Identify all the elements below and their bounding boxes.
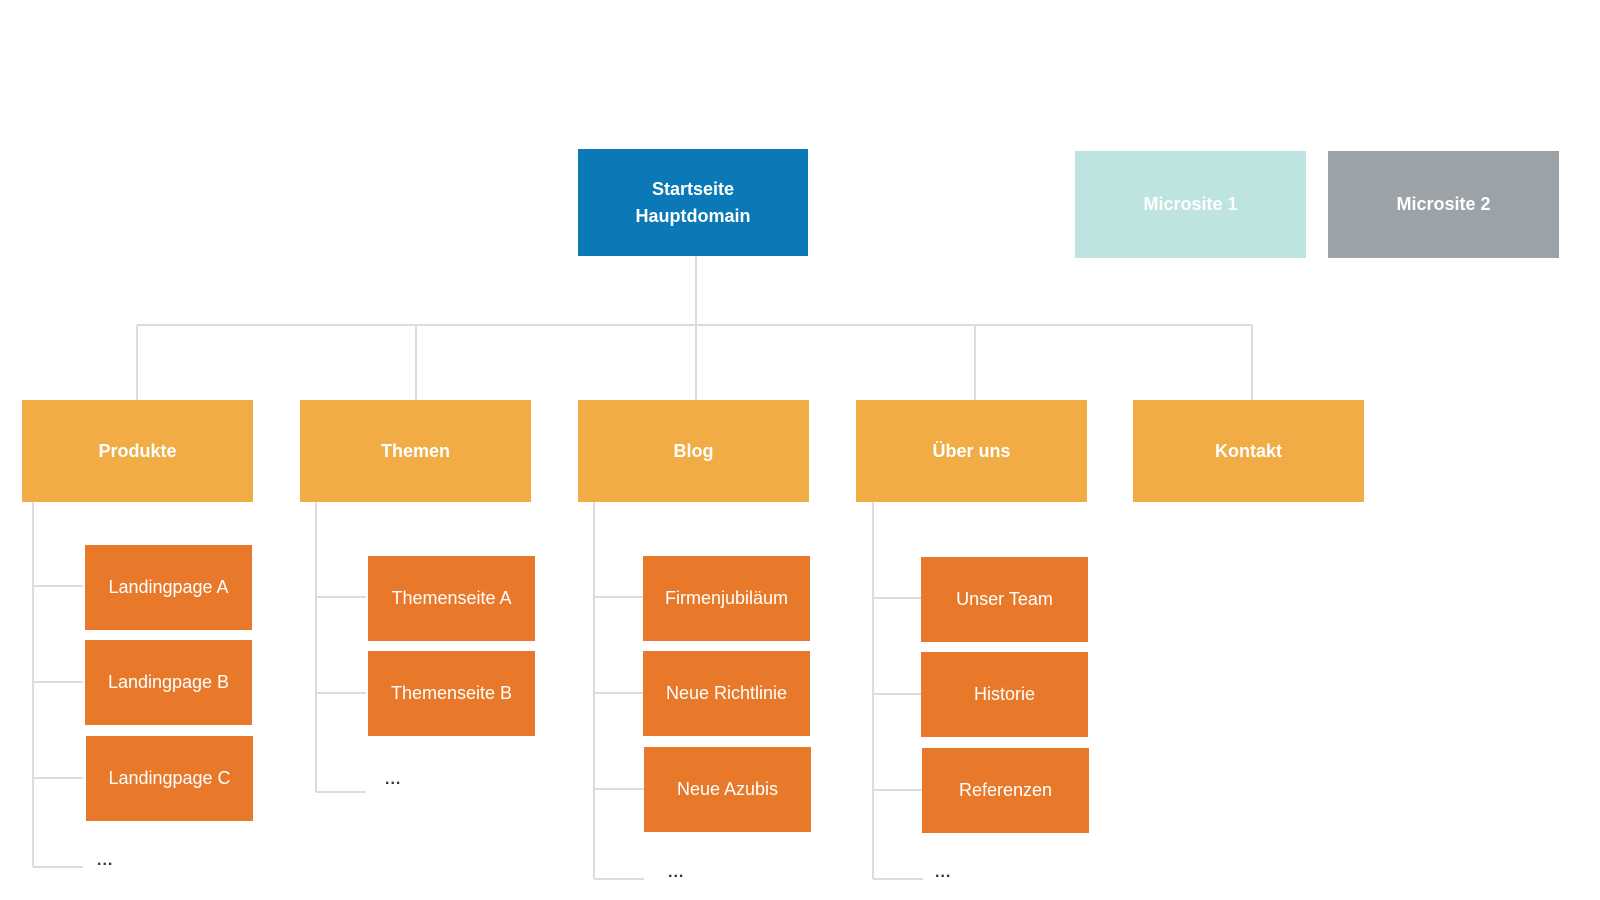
page-label: Landingpage A <box>108 577 229 597</box>
page-node-themenseite-a[interactable]: Themenseite A <box>368 556 535 641</box>
blog-more-ellipsis: ... <box>668 864 685 881</box>
section-label-themen: Themen <box>380 440 450 461</box>
page-node-firmenjubilaeum[interactable]: Firmenjubiläum <box>643 556 810 641</box>
microsite-1-node[interactable]: Microsite 1 <box>1075 151 1306 258</box>
page-label: Historie <box>973 684 1035 704</box>
page-label: Referenzen <box>958 780 1053 800</box>
page-node-neue-richtlinie[interactable]: Neue Richtlinie <box>643 651 810 736</box>
page-node-referenzen[interactable]: Referenzen <box>922 748 1089 833</box>
page-label: Themenseite A <box>391 588 512 608</box>
page-node-landingpage-c[interactable]: Landingpage C <box>86 736 253 821</box>
root-node-line2: Hauptdomain <box>635 205 751 226</box>
section-node-themen[interactable]: Themen <box>300 400 531 502</box>
section-node-ueber-uns[interactable]: Über uns <box>856 400 1087 502</box>
section-label-produkte: Produkte <box>98 440 177 461</box>
themen-more-ellipsis: ... <box>385 771 402 788</box>
section-node-blog[interactable]: Blog <box>578 400 809 502</box>
page-node-neue-azubis[interactable]: Neue Azubis <box>644 747 811 832</box>
page-node-themenseite-b[interactable]: Themenseite B <box>368 651 535 736</box>
microsite-1-label: Microsite 1 <box>1143 194 1238 214</box>
microsite-2-label: Microsite 2 <box>1396 194 1491 214</box>
page-label: Themenseite B <box>390 683 513 703</box>
section-node-produkte[interactable]: Produkte <box>22 400 253 502</box>
page-label: Unser Team <box>956 589 1053 609</box>
section-label-kontakt: Kontakt <box>1215 440 1282 461</box>
root-node-line1: Startseite <box>651 178 735 199</box>
page-node-landingpage-b[interactable]: Landingpage B <box>85 640 252 725</box>
ueber-uns-more-ellipsis: ... <box>935 864 952 881</box>
page-node-unser-team[interactable]: Unser Team <box>921 557 1088 642</box>
page-label: Neue Richtlinie <box>665 683 788 703</box>
section-label-ueber-uns: Über uns <box>932 440 1011 461</box>
page-label: Firmenjubiläum <box>664 588 789 608</box>
page-node-historie[interactable]: Historie <box>921 652 1088 737</box>
page-label: Landingpage B <box>107 672 230 692</box>
section-node-kontakt[interactable]: Kontakt <box>1133 400 1364 502</box>
produkte-more-ellipsis: ... <box>97 852 114 869</box>
section-label-blog: Blog <box>673 440 714 461</box>
page-node-landingpage-a[interactable]: Landingpage A <box>85 545 252 630</box>
page-label: Landingpage C <box>108 768 231 788</box>
microsite-2-node[interactable]: Microsite 2 <box>1328 151 1559 258</box>
page-label: Neue Azubis <box>676 779 779 799</box>
root-node-startseite[interactable]: Startseite Hauptdomain <box>578 149 808 256</box>
